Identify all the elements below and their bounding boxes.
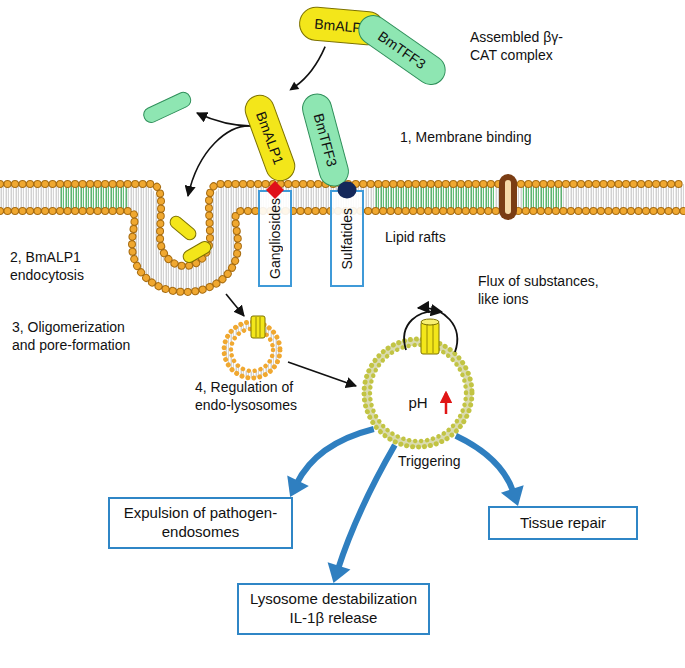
annotation-label: Assembled βγ-CAT complex (470, 28, 580, 64)
pore-top (421, 319, 439, 325)
endolysosome-membrane (361, 336, 475, 450)
vesicle-membrane (224, 322, 280, 378)
endocytosis-arrow (188, 126, 252, 196)
pore-complex (251, 316, 265, 338)
arrow-head (501, 485, 524, 506)
connector-arrow (328, 445, 395, 583)
step-arrow (226, 294, 244, 316)
outcome-text: Expulsion of pathogen-endosomes (115, 504, 286, 542)
membrane-ring (364, 339, 472, 447)
arrow-head (289, 82, 299, 91)
arrow-head (328, 562, 351, 583)
membrane-tails (0, 197, 685, 280)
outcome-box: Lysosome destabilization IL-1β release (237, 583, 430, 635)
annotation-label: Flux of substances, like ions (478, 272, 613, 308)
vesicle-membrane (231, 329, 273, 371)
channel-protein (499, 174, 517, 220)
connector-line (296, 429, 373, 484)
annotation-label: 1, Membrane binding (400, 128, 532, 146)
annotation-label: 4, Regulation of endo-lysosomes (195, 378, 313, 414)
connector-arrow (456, 436, 524, 506)
released-bmtff3 (141, 90, 193, 125)
bmalp1-protein: BmALP1 (241, 91, 300, 186)
lipid-name: Gangliosides (267, 198, 283, 279)
channel-pore (505, 180, 511, 214)
outcome-box: Tissue repair (488, 506, 638, 540)
bmalp1-fragment (168, 214, 199, 242)
annotation-label: 2, BmALP1 endocytosis (10, 248, 110, 284)
membrane-ring (370, 345, 466, 441)
outcome-text: Lysosome destabilization IL-1β release (244, 590, 423, 628)
connector-line (295, 47, 325, 87)
lipid-box: Sulfatides (330, 190, 364, 287)
connector-arrow (289, 47, 325, 91)
bmtff3-protein: BmTFF3 (352, 9, 451, 91)
vesicle-tails (228, 326, 277, 375)
release-arrow (197, 113, 252, 126)
protein-name: BmTFF3 (375, 28, 429, 72)
outcome-box: Expulsion of pathogen-endosomes (108, 497, 293, 549)
connector-line (456, 436, 514, 493)
connector-arrow (287, 429, 374, 497)
connector-line (338, 445, 395, 569)
protein-name: BmTFF3 (311, 112, 341, 169)
pore-subunit (256, 317, 257, 337)
step-arrow (288, 362, 356, 386)
annotation-label: Lipid rafts (385, 228, 446, 246)
membrane-ring (367, 342, 469, 444)
endolysosome: pH (361, 336, 475, 450)
lipid-box: Gangliosides (258, 190, 292, 287)
bmalp1-fragment (181, 239, 213, 264)
annotation-label: 3, Oligomerization and pore-formation (12, 318, 147, 354)
pore-subunit (260, 317, 261, 337)
bmtff3-protein: BmTFF3 (299, 90, 353, 190)
ph-label: pH (408, 394, 427, 411)
protein-name: BmALP1 (253, 109, 287, 166)
lipid-name: Sulfatides (339, 208, 355, 269)
arrow-head (287, 476, 309, 497)
outcome-text: Tissue repair (520, 514, 606, 533)
ph-increase-arrow (445, 393, 448, 414)
annotation-label: Triggering (398, 452, 461, 470)
